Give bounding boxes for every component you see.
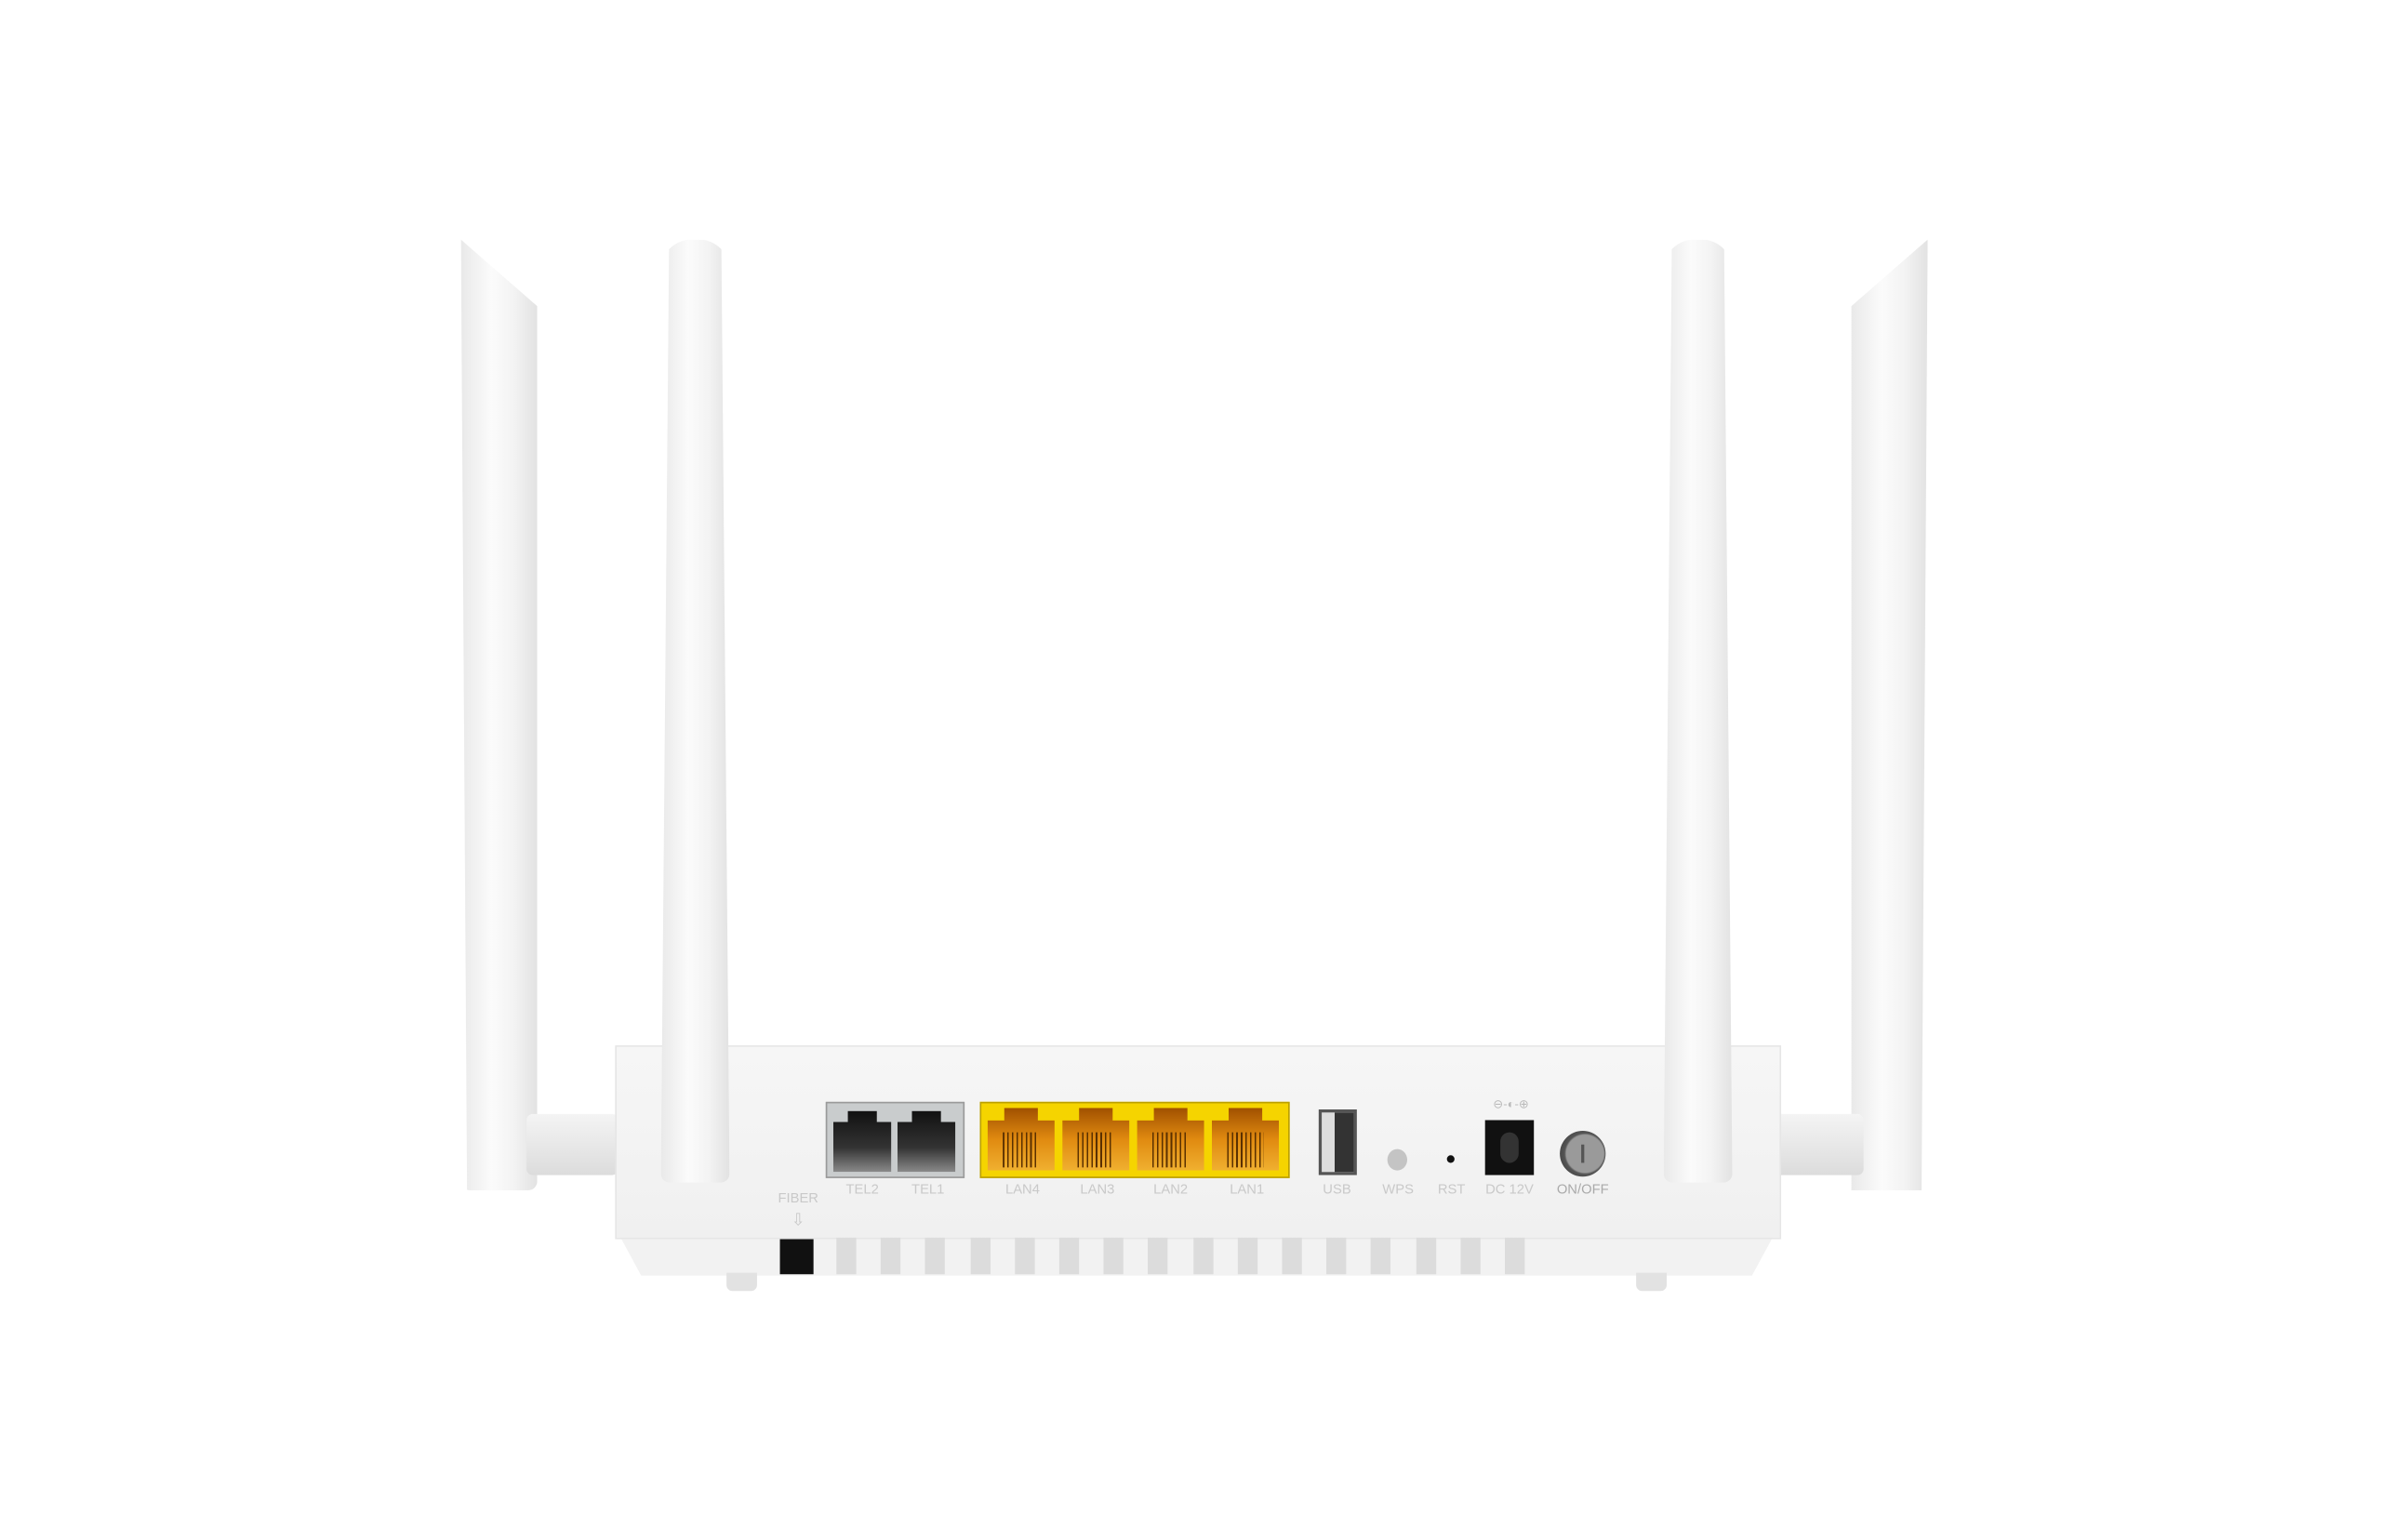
- power-button[interactable]: [1560, 1130, 1606, 1177]
- vent-slot: [1192, 1237, 1213, 1275]
- wps-button[interactable]: [1387, 1148, 1408, 1171]
- label-fiber: FIBER: [778, 1189, 818, 1206]
- label-lan1: LAN1: [1230, 1181, 1265, 1197]
- lan2-port[interactable]: [1137, 1108, 1204, 1171]
- vent-slot: [970, 1237, 991, 1275]
- antenna-right-outer: [1851, 239, 1928, 1190]
- vent-slot: [1416, 1237, 1436, 1275]
- label-lan3: LAN3: [1080, 1181, 1115, 1197]
- lan3-port[interactable]: [1062, 1108, 1130, 1171]
- label-dc: DC 12V: [1485, 1181, 1534, 1197]
- vent-slot: [1505, 1237, 1525, 1275]
- antenna-hinge-right: [1775, 1113, 1864, 1175]
- vent-slot: [1282, 1237, 1302, 1275]
- polarity-symbol: ⊖-◐-⊕: [1493, 1096, 1529, 1111]
- lan-ports: [979, 1101, 1290, 1178]
- vent-slot: [1148, 1237, 1169, 1275]
- foot-left: [726, 1272, 757, 1292]
- label-tel1: TEL1: [911, 1181, 945, 1197]
- label-usb: USB: [1323, 1181, 1351, 1197]
- vent-slot: [1237, 1237, 1257, 1275]
- vent-slot: [1014, 1237, 1035, 1275]
- label-lan4: LAN4: [1004, 1181, 1040, 1197]
- tel1-port[interactable]: [897, 1110, 956, 1173]
- vent-slot: [881, 1237, 901, 1275]
- antenna-hinge-left: [526, 1113, 619, 1175]
- dc-power-jack[interactable]: [1484, 1120, 1535, 1175]
- rst-button[interactable]: [1446, 1155, 1455, 1163]
- antenna-right-inner: [1663, 239, 1733, 1183]
- label-tel2: TEL2: [845, 1181, 879, 1197]
- fiber-port[interactable]: [779, 1239, 814, 1275]
- antenna-left-inner: [660, 239, 730, 1183]
- antenna-left-outer: [460, 239, 538, 1190]
- vent-slot: [925, 1237, 946, 1275]
- foot-right: [1636, 1272, 1667, 1292]
- label-lan2: LAN2: [1153, 1181, 1189, 1197]
- label-rst: RST: [1437, 1181, 1466, 1197]
- vent-slot: [836, 1237, 857, 1275]
- fiber-arrow-icon: ⇩: [791, 1211, 805, 1230]
- lan4-port[interactable]: [987, 1108, 1055, 1171]
- vent-slot: [1460, 1237, 1481, 1275]
- lan1-port[interactable]: [1211, 1108, 1280, 1171]
- tel-ports: [825, 1101, 965, 1178]
- power-icon: [1581, 1144, 1585, 1163]
- label-wps: WPS: [1382, 1181, 1414, 1197]
- vent-slot: [1326, 1237, 1347, 1275]
- tel2-port[interactable]: [832, 1110, 892, 1173]
- usb-port[interactable]: [1318, 1109, 1357, 1175]
- vent-slot: [1103, 1237, 1124, 1275]
- label-power: ON/OFF: [1556, 1181, 1609, 1197]
- vent-slot: [1371, 1237, 1391, 1275]
- vent-slot: [1058, 1237, 1080, 1275]
